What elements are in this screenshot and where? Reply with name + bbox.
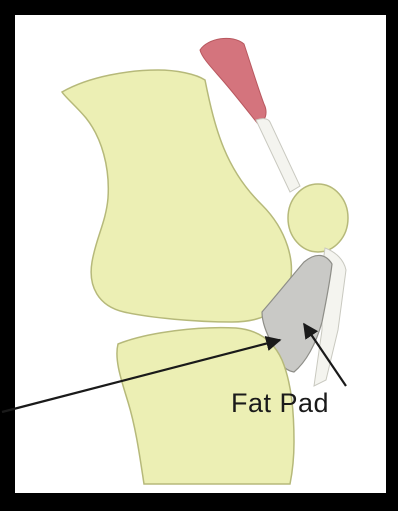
- patella: [288, 184, 348, 252]
- fat-pad-label: Fat Pad: [231, 390, 329, 417]
